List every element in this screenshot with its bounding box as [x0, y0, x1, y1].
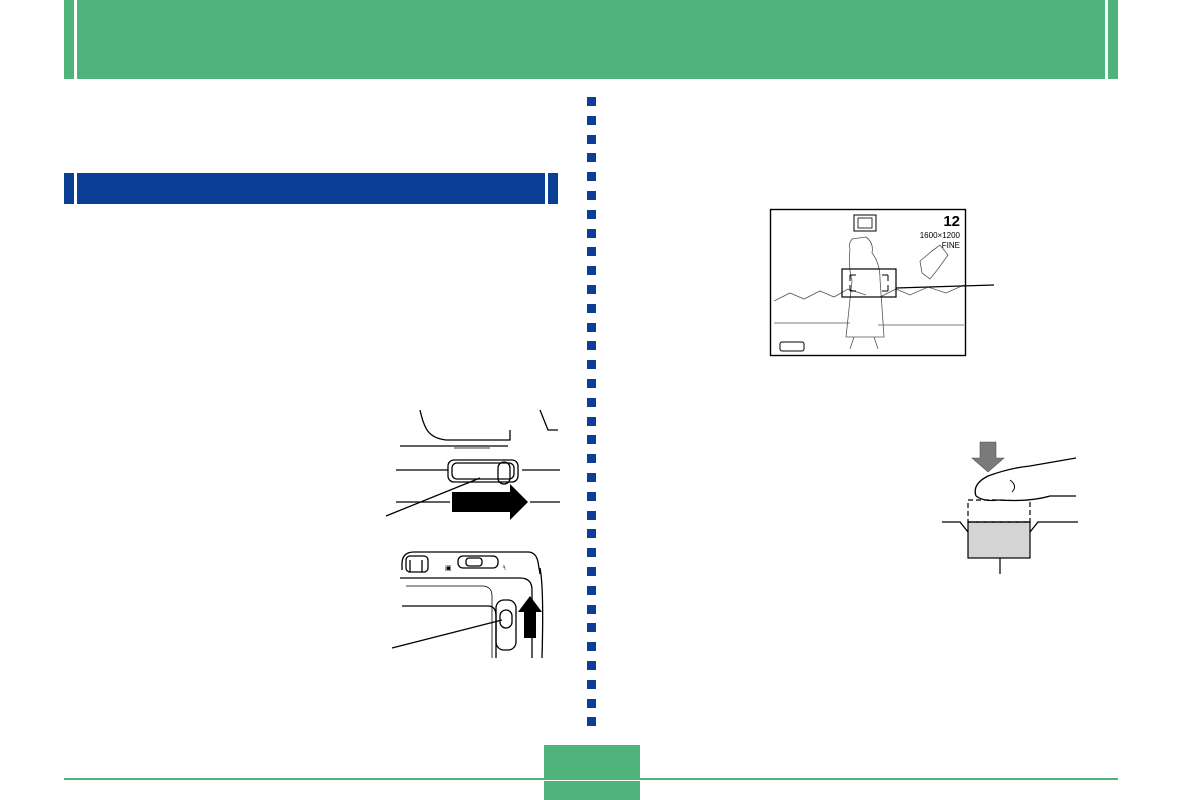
top-banner [64, 0, 1118, 79]
divider-dot [587, 567, 596, 576]
svg-text:▣: ▣ [445, 565, 452, 572]
footer-rule [64, 778, 1118, 780]
press-down-arrow-icon [971, 441, 1005, 473]
divider-dot [587, 229, 596, 238]
divider-dot [587, 661, 596, 670]
banner-left-stripe [74, 0, 77, 79]
focus-frame-callout-line [895, 284, 995, 289]
divider-dot [587, 172, 596, 181]
svg-text:৭: ৭ [502, 565, 507, 572]
section-heading-bar [64, 173, 558, 204]
divider-dot [587, 247, 596, 256]
divider-dot [587, 97, 596, 106]
lcd-monitor-screen: 12 1600×1200 FINE [769, 208, 967, 357]
slide-up-arrow-icon [518, 596, 542, 638]
divider-dot [587, 586, 596, 595]
divider-dot [587, 417, 596, 426]
page-number-tab [544, 745, 640, 800]
divider-dot [587, 492, 596, 501]
quality-indicator: FINE [941, 241, 960, 250]
divider-dot [587, 153, 596, 162]
divider-dot [587, 266, 596, 275]
power-switch-illustration [385, 409, 560, 520]
page-tab-upper [544, 745, 640, 778]
column-divider [587, 97, 596, 735]
divider-dot [587, 548, 596, 557]
banner-right-stripe [1105, 0, 1108, 79]
divider-dot [587, 605, 596, 614]
divider-dot [587, 529, 596, 538]
resolution-indicator: 1600×1200 [919, 231, 960, 240]
divider-dot [587, 623, 596, 632]
divider-dot [587, 473, 596, 482]
divider-dot [587, 210, 596, 219]
divider-dot [587, 304, 596, 313]
section-right-stripe [545, 173, 548, 204]
shutter-half-press-illustration [942, 441, 1078, 574]
divider-dot [587, 135, 596, 144]
divider-dot [587, 398, 596, 407]
shots-remaining: 12 [943, 213, 960, 230]
divider-dot [587, 680, 596, 689]
divider-dot [587, 116, 596, 125]
divider-dot [587, 323, 596, 332]
section-left-stripe [74, 173, 77, 204]
battery-icon [779, 341, 805, 352]
divider-dot [587, 341, 596, 350]
divider-dot [587, 360, 596, 369]
page-tab-lower [544, 781, 640, 800]
divider-dot [587, 435, 596, 444]
divider-dot [587, 285, 596, 294]
focus-frame [841, 268, 897, 298]
divider-dot [587, 454, 596, 463]
camera-back-illustration: ▣ ৭ [391, 551, 544, 659]
shutter-button [967, 521, 1031, 559]
divider-dot [587, 379, 596, 388]
slide-right-arrow-icon [452, 484, 528, 520]
divider-dot [587, 191, 596, 200]
divider-dot [587, 511, 596, 520]
divider-dot [587, 642, 596, 651]
divider-dot [587, 699, 596, 708]
divider-dot [587, 717, 596, 726]
